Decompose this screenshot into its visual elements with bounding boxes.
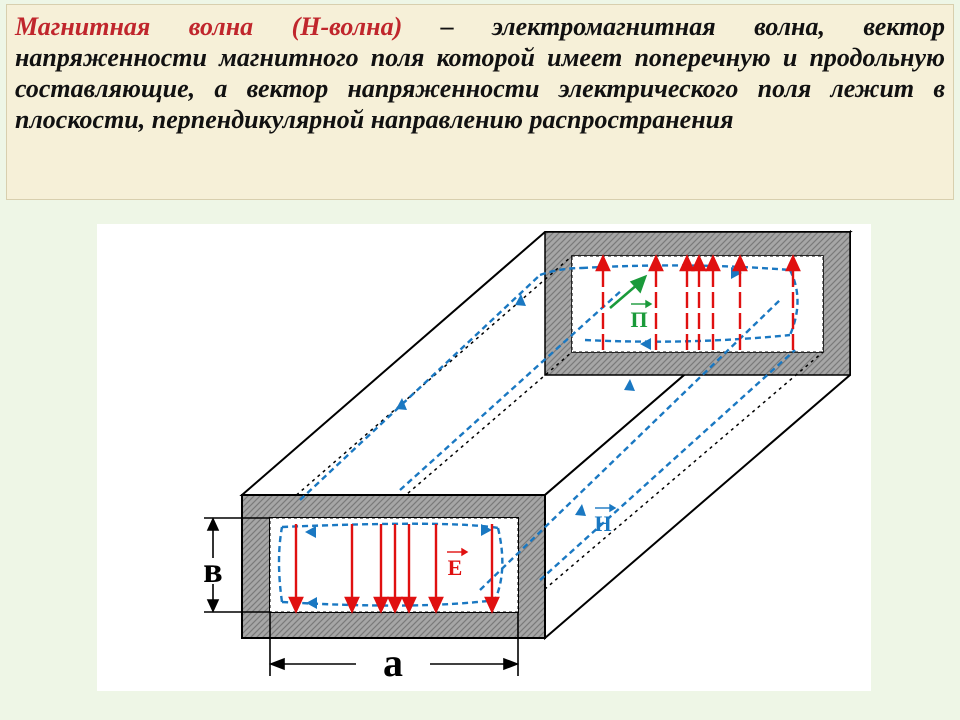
h-vector-overarrow (595, 503, 617, 513)
height-label: в (203, 550, 222, 590)
h-field-arrowheads (305, 267, 742, 609)
dimension-width (268, 612, 520, 676)
e-vector-overarrow (447, 547, 469, 557)
e-field-lines-back (595, 254, 801, 350)
definition-text: Магнитная волна (Н-волна) – электромагни… (15, 11, 945, 135)
definition-body: – электромагнитная волна, вектор напряже… (15, 12, 945, 134)
dimension-height (204, 517, 270, 613)
width-label: а (383, 640, 403, 685)
e-vector-label: Е (448, 555, 463, 580)
e-field-lines-front (288, 524, 500, 614)
poynting-overarrow (631, 299, 653, 309)
poynting-label: П (630, 307, 647, 332)
definition-term: Магнитная волна (Н-волна) (15, 12, 403, 41)
definition-box: Магнитная волна (Н-волна) – электромагни… (6, 4, 954, 200)
h-vector-label: Н (594, 511, 611, 536)
poynting-arrow (609, 274, 648, 309)
